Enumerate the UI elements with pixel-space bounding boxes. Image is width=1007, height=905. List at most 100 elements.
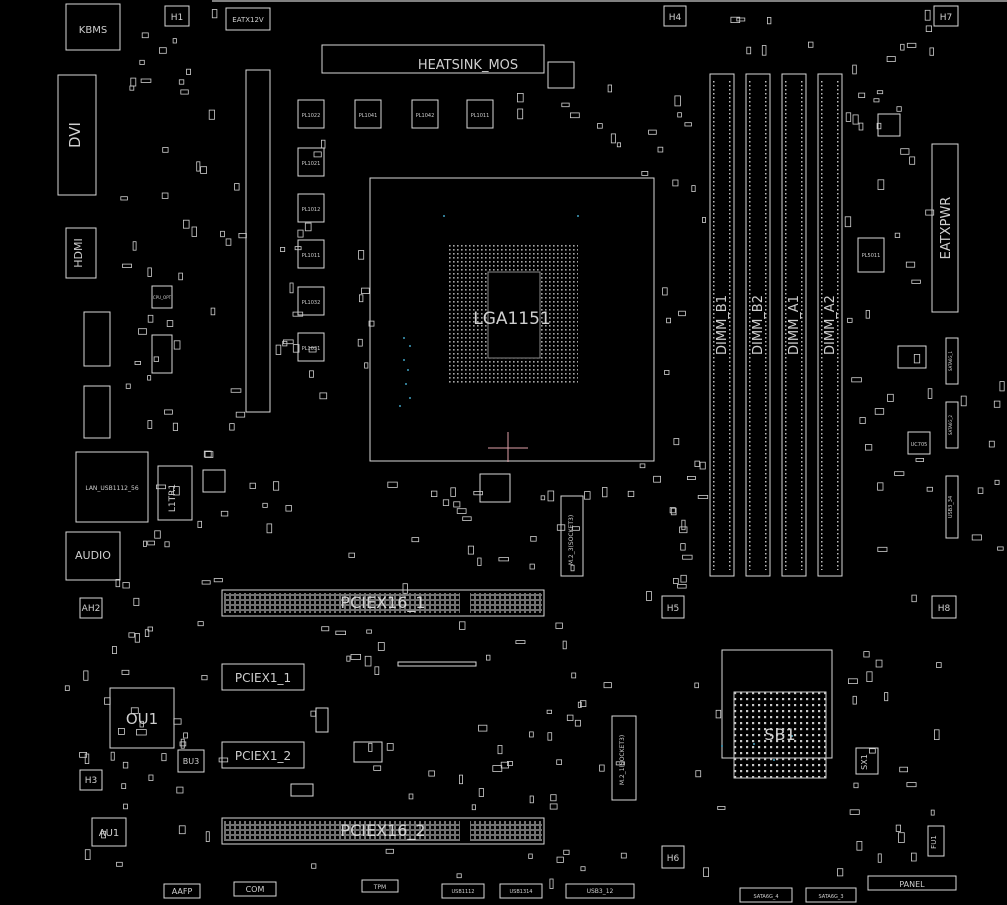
- dimm-slot-b2: [745, 73, 771, 577]
- com-header: [233, 881, 277, 897]
- kbms-connector: [65, 3, 121, 51]
- label-lan: LAN_USB1112_56: [85, 485, 138, 492]
- tpm-header: [361, 879, 399, 893]
- smd-components: [64, 9, 1005, 889]
- sata-header-1: [945, 337, 959, 385]
- small-part-2: [315, 707, 329, 733]
- label-dimm-a2: DIMM_A2: [823, 295, 838, 355]
- cpu-socket-outline: [369, 177, 655, 462]
- sata-header-2: [945, 401, 959, 449]
- chipset-sb1: [733, 691, 827, 779]
- mount-hole-h4: [663, 5, 687, 27]
- label-pl1031: PL1031: [302, 346, 321, 352]
- label-au1: AU1: [99, 828, 120, 839]
- chip-top-mos: [547, 61, 575, 89]
- label-h6: H6: [667, 854, 680, 864]
- audio-connector: [65, 531, 121, 581]
- mount-hole-h5: [661, 595, 685, 619]
- label-usb3-34: USB3_34: [948, 496, 954, 518]
- chip-top-right: [877, 113, 901, 137]
- label-heatsink: HEATSINK_MOS: [418, 58, 518, 73]
- usb1314-header: [499, 883, 543, 899]
- label-usb1314: USB1314: [510, 889, 533, 895]
- label-aafp: AAFP: [172, 887, 193, 896]
- mount-hole-h3: [79, 769, 103, 791]
- eatx12v-connector: [225, 7, 271, 31]
- label-m2-3: M.2_3(SOCKET3): [568, 515, 575, 565]
- label-hdmi: HDMI: [72, 238, 85, 267]
- label-pl1021: PL1021: [302, 161, 321, 167]
- mount-hole-h1: [164, 5, 190, 27]
- panel-header: [867, 875, 957, 891]
- label-pl1042: PL1042: [416, 113, 435, 119]
- label-pl5011: PL5011: [862, 253, 881, 259]
- chip-left-mid: [202, 469, 226, 493]
- label-h5: H5: [667, 604, 680, 614]
- label-ou1: OU1: [126, 710, 158, 728]
- label-pciex16-1: PCIEX16_1: [340, 593, 425, 613]
- label-eatx12v: EATX12V: [232, 16, 264, 24]
- label-h1: H1: [171, 13, 184, 23]
- usb1112-header: [441, 883, 485, 899]
- label-sata6g-1: SATA6G_1: [948, 351, 953, 372]
- m2-1-socket: [611, 715, 637, 801]
- label-pciex1-1: PCIEX1_1: [235, 671, 291, 685]
- chip-uc705: [907, 431, 931, 455]
- label-kbms: KBMS: [79, 25, 107, 36]
- label-pl1011: PL1011: [471, 113, 490, 119]
- chip-mid-bottom: [353, 741, 383, 763]
- label-pl1012: PL1012: [302, 207, 321, 213]
- sx1-crystal: [855, 747, 879, 775]
- pciex16-1-slot: [221, 589, 545, 617]
- vrm-choke-pl1011b: [297, 239, 325, 269]
- lan-usb-connector: [75, 451, 149, 523]
- label-sata6g-4: SATA6G_4: [753, 894, 778, 900]
- mount-hole-h7: [933, 5, 959, 27]
- label-pciex16-2: PCIEX16_2: [340, 821, 425, 841]
- label-h3: H3: [85, 776, 98, 786]
- label-ah2: AH2: [82, 604, 101, 614]
- usb3-12-header: [565, 883, 635, 899]
- dvi-connector: [57, 74, 97, 196]
- label-m2-1: M.2_1(SOCKET3): [619, 735, 626, 785]
- label-pl1022: PL1022: [302, 113, 321, 119]
- label-pl1041: PL1041: [359, 113, 378, 119]
- pcie-bar: [397, 661, 477, 667]
- au1-chip: [91, 817, 127, 847]
- small-part: [290, 783, 314, 797]
- label-dimm-b1: DIMM_B1: [715, 295, 730, 355]
- label-audio: AUDIO: [75, 549, 111, 562]
- chip-mid-right: [897, 345, 927, 369]
- m2-3-socket: [560, 495, 584, 577]
- small-chip-left: [151, 334, 173, 374]
- label-cpu-socket: LGA1151: [473, 309, 551, 329]
- mount-hole-h8: [931, 595, 957, 619]
- vrm-choke-pl1012: [297, 193, 325, 223]
- eatxpwr-connector: [931, 143, 959, 313]
- label-panel: PANEL: [899, 880, 925, 889]
- label-pciex1-2: PCIEX1_2: [235, 749, 291, 763]
- label-sb1: SB1: [764, 725, 795, 744]
- label-h4: H4: [669, 13, 682, 23]
- l1tr1-transformer: [157, 465, 193, 521]
- label-sata6g-3: SATA6G_3: [818, 894, 843, 900]
- label-tpm: TPM: [373, 884, 386, 891]
- vrm-choke-pl1032: [297, 286, 325, 316]
- label-dvi: DVI: [66, 122, 84, 148]
- pciex1-1-slot: [221, 663, 305, 691]
- chip-below-socket: [479, 473, 511, 503]
- mount-hole-ah2: [79, 597, 103, 619]
- label-h8: H8: [938, 604, 951, 614]
- label-uc705: UC705: [911, 442, 928, 448]
- vrm-choke-pl1042: [411, 99, 439, 129]
- label-fu1: FU1: [930, 835, 938, 849]
- vrm-choke-pl1022: [297, 99, 325, 129]
- label-l1tr1: L1TR1: [168, 484, 178, 512]
- label-dimm-b2: DIMM_B2: [751, 295, 766, 355]
- vrm-heatsink-left: [245, 69, 271, 413]
- label-cpu-opt: CPU_OPT: [153, 295, 172, 300]
- mount-hole-h6: [661, 845, 685, 869]
- label-bu3: BU3: [183, 757, 199, 766]
- label-eatxpwr: EATXPWR: [939, 197, 954, 260]
- cpu-opt-header: [151, 285, 173, 309]
